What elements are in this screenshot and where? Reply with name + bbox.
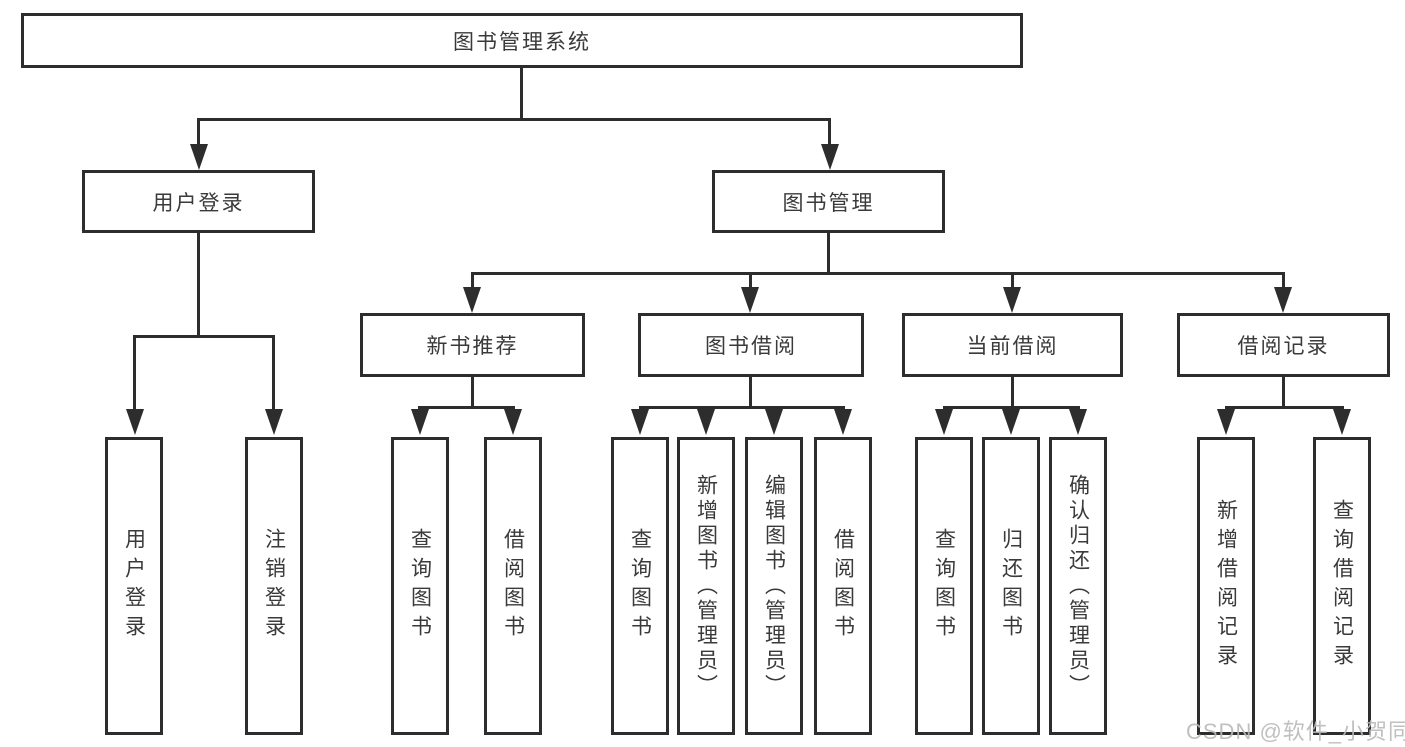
node-new-book-recommendation: 新书推荐 [360,313,585,377]
connector-line [520,66,523,119]
arrow-down-icon [697,409,715,435]
connector-line [471,272,1285,275]
arrow-down-icon [1003,287,1021,313]
connector-line [749,272,752,289]
arrow-down-icon [1333,409,1351,435]
leaf-borrow-books-2: 借阅图书 [814,437,872,735]
arrow-down-icon [765,409,783,435]
arrow-down-icon [935,409,953,435]
arrow-down-icon [126,409,144,435]
node-borrowing-records: 借阅记录 [1177,313,1390,377]
leaf-add-borrow-record: 新增借阅记录 [1197,437,1255,735]
arrow-down-icon [631,409,649,435]
connector-line [197,118,831,121]
arrow-down-icon [1002,409,1020,435]
leaf-query-books-2: 查询图书 [611,437,669,735]
connector-line [1011,272,1014,289]
csdn-watermark: CSDN @软件_小贺同学 [1186,719,1405,744]
node-current-borrowing: 当前借阅 [902,313,1123,377]
connector-line [827,231,830,275]
connector-line [197,231,200,337]
leaf-query-books-3: 查询图书 [915,437,973,735]
connector-line [197,118,200,147]
leaf-edit-book-admin: 编辑图书（管理员） [745,437,803,735]
arrow-down-icon [265,409,283,435]
arrow-down-icon [741,287,759,313]
arrow-down-icon [1217,409,1235,435]
arrow-down-icon [821,144,839,170]
leaf-add-book-admin: 新增图书（管理员） [677,437,735,735]
connector-line [1282,375,1285,409]
leaf-user-login: 用户登录 [105,437,163,735]
arrow-down-icon [504,409,522,435]
connector-line [1282,272,1285,289]
connector-line [133,335,275,338]
connector-line [749,375,752,409]
node-user-login: 用户登录 [82,170,315,233]
connector-line [828,118,831,147]
connector-line [943,406,1080,409]
arrow-down-icon [1274,287,1292,313]
leaf-query-books: 查询图书 [391,437,449,735]
leaf-logout: 注销登录 [245,437,303,735]
connector-line [272,335,275,411]
leaf-confirm-return-admin: 确认归还（管理员） [1049,437,1107,735]
arrow-down-icon [834,409,852,435]
connector-line [1225,406,1344,409]
arrow-down-icon [1069,409,1087,435]
leaf-return-book: 归还图书 [982,437,1040,735]
connector-line [471,375,474,409]
leaf-query-borrow-record: 查询借阅记录 [1313,437,1371,735]
arrow-down-icon [190,144,208,170]
arrow-down-icon [463,287,481,313]
node-book-borrowing: 图书借阅 [638,313,864,377]
connector-line [639,406,845,409]
node-root-system: 图书管理系统 [21,13,1023,68]
leaf-borrow-books: 借阅图书 [484,437,542,735]
connector-line [1011,375,1014,409]
connector-line [133,335,136,411]
node-book-management: 图书管理 [712,170,945,233]
connector-line [471,272,474,289]
arrow-down-icon [411,409,429,435]
connector-line [418,406,515,409]
